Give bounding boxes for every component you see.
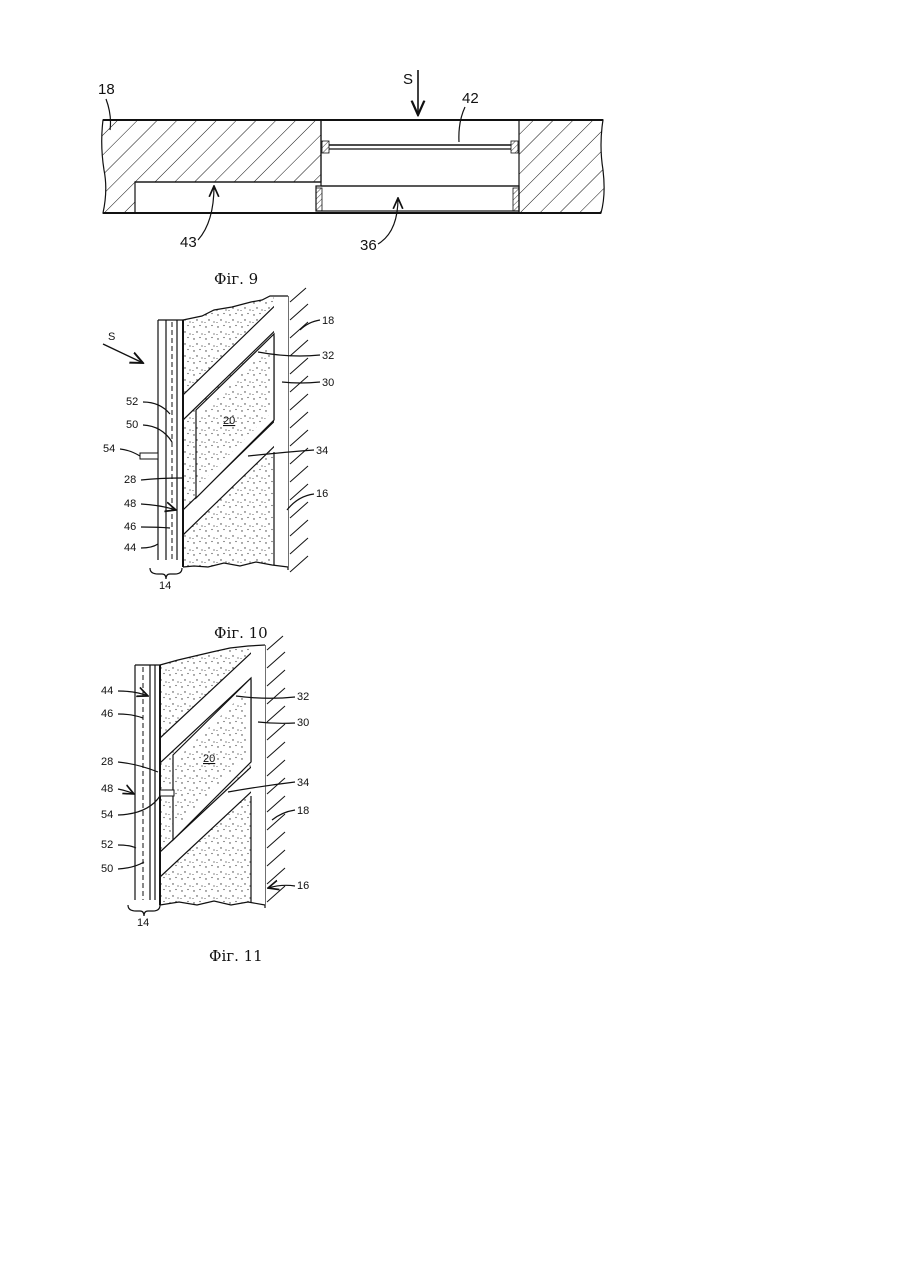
fig10-caption: Фіг. 10 (214, 624, 268, 642)
fig9-caption: Фіг. 9 (214, 270, 258, 288)
fig11-label-28: 28 (101, 756, 113, 768)
fig10-label-18: 18 (322, 315, 334, 327)
fig10-label-30: 30 (322, 377, 334, 389)
figure-10: S 18 32 30 34 16 20 52 50 54 28 48 46 44… (103, 288, 334, 642)
fig9-wall-left (102, 120, 321, 213)
fig9-label-36: 36 (360, 237, 377, 254)
fig11-label-50: 50 (101, 863, 113, 875)
fig10-label-44: 44 (124, 542, 136, 554)
fig11-label-14: 14 (137, 917, 149, 929)
fig10-label-16: 16 (316, 488, 328, 500)
fig10-label-20: 20 (223, 415, 235, 427)
fig11-wall-18 (265, 636, 285, 908)
fig11-label-54: 54 (101, 809, 113, 821)
fig10-label-14: 14 (159, 580, 171, 592)
fig11-label-16: 16 (297, 880, 309, 892)
figure-9: S 42 18 43 36 Фіг. 9 (98, 70, 604, 288)
fig11-label-48: 48 (101, 783, 113, 795)
fig9-element-36 (316, 186, 519, 211)
fig11-label-34: 34 (297, 777, 309, 789)
fig11-pin-54 (160, 790, 174, 796)
fig9-wall-right (519, 120, 604, 213)
fig10-label-46: 46 (124, 521, 136, 533)
fig10-label-32: 32 (322, 350, 334, 362)
fig9-label-18: 18 (98, 81, 115, 98)
fig10-label-52: 52 (126, 396, 138, 408)
fig11-label-20: 20 (203, 753, 215, 765)
fig9-element-42-holder-left (322, 141, 329, 153)
fig10-label-50: 50 (126, 419, 138, 431)
fig10-label-s: S (108, 331, 115, 343)
fig9-label-43: 43 (180, 234, 197, 251)
fig11-label-52: 52 (101, 839, 113, 851)
fig11-label-18: 18 (297, 805, 309, 817)
fig9-label-s: S (403, 71, 413, 88)
fig10-pin-54 (140, 453, 158, 459)
fig10-label-48: 48 (124, 498, 136, 510)
fig10-label-28: 28 (124, 474, 136, 486)
figure-11: 32 30 34 18 16 20 44 46 28 48 54 52 50 1… (101, 636, 309, 965)
fig9-element-42-holder-right (511, 141, 518, 153)
fig11-caption: Фіг. 11 (209, 947, 263, 965)
fig10-wall-18 (288, 288, 308, 572)
fig10-label-54: 54 (103, 443, 115, 455)
fig11-label-30: 30 (297, 717, 309, 729)
fig9-label-42: 42 (462, 90, 479, 107)
fig11-label-46: 46 (101, 708, 113, 720)
fig10-label-34: 34 (316, 445, 328, 457)
fig11-label-44: 44 (101, 685, 113, 697)
fig11-label-32: 32 (297, 691, 309, 703)
